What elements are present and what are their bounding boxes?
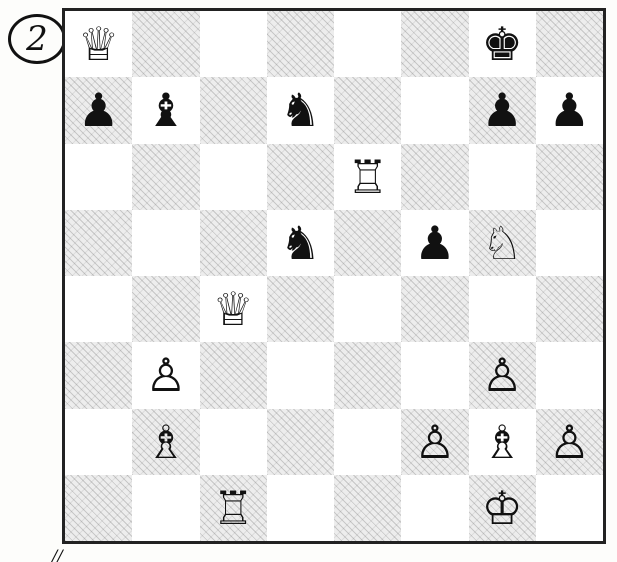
white-queen-icon[interactable]: ♕: [213, 286, 254, 332]
board-square[interactable]: [334, 409, 401, 475]
black-knight-icon[interactable]: ♞: [280, 87, 321, 133]
board-square[interactable]: [536, 11, 603, 77]
board-square[interactable]: ♘: [469, 210, 536, 276]
board-square[interactable]: ♟: [469, 77, 536, 143]
board-square[interactable]: ♕: [65, 11, 132, 77]
board-square[interactable]: [334, 11, 401, 77]
board-square[interactable]: [200, 144, 267, 210]
board-square[interactable]: [65, 276, 132, 342]
board-square[interactable]: ♗: [469, 409, 536, 475]
white-knight-icon[interactable]: ♘: [482, 220, 523, 266]
board-square[interactable]: ♙: [401, 409, 468, 475]
board-square[interactable]: [200, 409, 267, 475]
board-square[interactable]: [401, 475, 468, 541]
board-square[interactable]: [132, 276, 199, 342]
board-square[interactable]: [334, 342, 401, 408]
board-square[interactable]: ♙: [469, 342, 536, 408]
board-square[interactable]: [334, 475, 401, 541]
board-square[interactable]: ♔: [469, 475, 536, 541]
board-square[interactable]: ♟: [401, 210, 468, 276]
white-bishop-icon[interactable]: ♗: [145, 419, 186, 465]
white-pawn-icon[interactable]: ♙: [145, 352, 186, 398]
board-square[interactable]: ♟: [536, 77, 603, 143]
board-square[interactable]: [200, 342, 267, 408]
board-square[interactable]: [132, 475, 199, 541]
board-square[interactable]: [401, 11, 468, 77]
board-square[interactable]: [469, 276, 536, 342]
handwritten-mark: //: [52, 546, 63, 562]
board-square[interactable]: ♞: [267, 77, 334, 143]
board-square[interactable]: ♖: [334, 144, 401, 210]
board-square[interactable]: [536, 475, 603, 541]
board-square[interactable]: [334, 276, 401, 342]
board-square[interactable]: ♙: [536, 409, 603, 475]
board-square[interactable]: ♟: [65, 77, 132, 143]
board-square[interactable]: [469, 144, 536, 210]
board-square[interactable]: [132, 144, 199, 210]
white-rook-icon[interactable]: ♖: [213, 485, 254, 531]
black-king-icon[interactable]: ♚: [482, 21, 523, 67]
white-rook-icon[interactable]: ♖: [347, 154, 388, 200]
board-square[interactable]: ♖: [200, 475, 267, 541]
board-square[interactable]: [536, 342, 603, 408]
board-square[interactable]: [401, 276, 468, 342]
white-bishop-icon[interactable]: ♗: [482, 419, 523, 465]
board-square[interactable]: [65, 409, 132, 475]
board-square[interactable]: ♝: [132, 77, 199, 143]
board-square[interactable]: [65, 144, 132, 210]
board-square[interactable]: [536, 276, 603, 342]
board-square[interactable]: [334, 210, 401, 276]
white-pawn-icon[interactable]: ♙: [549, 419, 590, 465]
black-knight-icon[interactable]: ♞: [280, 220, 321, 266]
board-square[interactable]: ♚: [469, 11, 536, 77]
white-pawn-icon[interactable]: ♙: [482, 352, 523, 398]
board-square[interactable]: ♗: [132, 409, 199, 475]
board-square[interactable]: ♕: [200, 276, 267, 342]
board-square[interactable]: [267, 144, 334, 210]
board-square[interactable]: [200, 11, 267, 77]
black-pawn-icon[interactable]: ♟: [414, 220, 455, 266]
board-square[interactable]: [334, 77, 401, 143]
board-square[interactable]: [65, 210, 132, 276]
board-square[interactable]: [267, 276, 334, 342]
board-square[interactable]: [267, 11, 334, 77]
white-queen-icon[interactable]: ♕: [78, 21, 119, 67]
diagram-number-badge: 2: [8, 14, 66, 64]
board-square[interactable]: [65, 342, 132, 408]
black-pawn-icon[interactable]: ♟: [549, 87, 590, 133]
board-square[interactable]: [401, 144, 468, 210]
board-square[interactable]: [401, 342, 468, 408]
board-square[interactable]: [65, 475, 132, 541]
board-square[interactable]: [267, 409, 334, 475]
chess-board: ♕ ♚ ♟ ♝ ♞ ♟ ♟ ♖ ♞ ♟ ♘ ♕ ♙ ♙ ♗ ♙ ♗ ♙ ♖ ♔: [62, 8, 606, 544]
board-square[interactable]: ♙: [132, 342, 199, 408]
board-square[interactable]: [132, 210, 199, 276]
board-square[interactable]: ♞: [267, 210, 334, 276]
white-king-icon[interactable]: ♔: [482, 485, 523, 531]
board-square[interactable]: [132, 11, 199, 77]
board-square[interactable]: [267, 475, 334, 541]
board-square[interactable]: [200, 77, 267, 143]
diagram-number: 2: [26, 19, 48, 59]
black-pawn-icon[interactable]: ♟: [78, 87, 119, 133]
white-pawn-icon[interactable]: ♙: [414, 419, 455, 465]
black-bishop-icon[interactable]: ♝: [145, 87, 186, 133]
board-square[interactable]: [401, 77, 468, 143]
board-square[interactable]: [200, 210, 267, 276]
board-square[interactable]: [267, 342, 334, 408]
board-square[interactable]: [536, 144, 603, 210]
board-square[interactable]: [536, 210, 603, 276]
black-pawn-icon[interactable]: ♟: [482, 87, 523, 133]
